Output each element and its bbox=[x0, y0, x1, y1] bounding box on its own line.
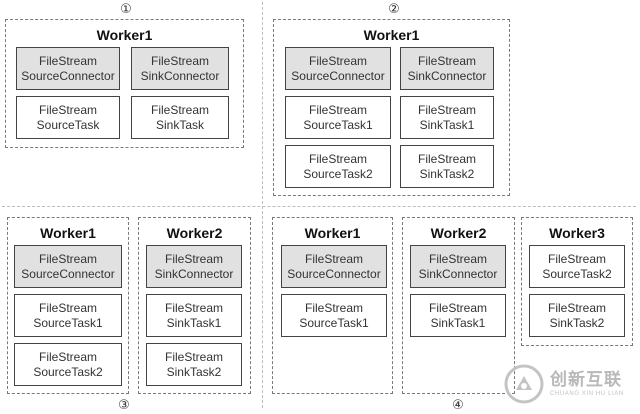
box-line-2: SinkConnector bbox=[154, 266, 234, 281]
box-line-2: SinkTask1 bbox=[419, 117, 475, 132]
logo-text-cn: 创新互联 bbox=[550, 369, 622, 389]
worker-title: Worker1 bbox=[304, 225, 361, 241]
task-box: FileStream SinkTask1 bbox=[410, 294, 506, 337]
worker-title: Worker1 bbox=[96, 27, 153, 43]
box-line-1: FileStream bbox=[38, 102, 97, 117]
box-line-1: FileStream bbox=[304, 251, 363, 266]
box-line-1: FileStream bbox=[417, 151, 476, 166]
box-line-2: SinkTask2 bbox=[166, 364, 222, 379]
box-line-1: FileStream bbox=[417, 53, 476, 68]
box-line-2: SourceTask1 bbox=[299, 315, 369, 330]
task-box: FileStream SinkTask2 bbox=[146, 343, 242, 386]
box-line-1: FileStream bbox=[164, 251, 223, 266]
box-line-1: FileStream bbox=[308, 53, 367, 68]
box-line-2: SourceTask bbox=[36, 117, 100, 132]
worker-panel: Worker1 FileStream SourceConnector FileS… bbox=[5, 19, 244, 148]
task-box: FileStream SourceTask2 bbox=[529, 245, 625, 288]
box-line-2: SinkConnector bbox=[140, 68, 220, 83]
box-line-1: FileStream bbox=[417, 102, 476, 117]
box-line-2: SourceTask1 bbox=[33, 315, 103, 330]
box-line-2: SourceTask2 bbox=[33, 364, 103, 379]
scenario-label-1: ① bbox=[120, 1, 132, 16]
box-line-2: SourceConnector bbox=[291, 68, 385, 83]
worker-title: Worker2 bbox=[166, 225, 223, 241]
box-line-1: FileStream bbox=[164, 300, 223, 315]
task-box: FileStream SourceTask2 bbox=[14, 343, 122, 386]
task-box: FileStream SourceTask bbox=[16, 96, 120, 139]
task-box: FileStream SourceTask1 bbox=[281, 294, 387, 337]
connector-box: FileStream SourceConnector bbox=[281, 245, 387, 288]
box-line-1: FileStream bbox=[547, 251, 606, 266]
worker-title: Worker3 bbox=[549, 225, 605, 241]
worker-title: Worker1 bbox=[363, 27, 420, 43]
task-box: FileStream SinkTask1 bbox=[146, 294, 242, 337]
box-line-1: FileStream bbox=[428, 300, 487, 315]
worker-panel: Worker1 FileStream SourceConnector FileS… bbox=[272, 217, 393, 394]
box-line-2: SinkConnector bbox=[407, 68, 487, 83]
worker-title: Worker2 bbox=[430, 225, 487, 241]
box-line-1: FileStream bbox=[38, 251, 97, 266]
box-line-1: FileStream bbox=[164, 349, 223, 364]
box-line-2: SinkTask1 bbox=[430, 315, 486, 330]
box-line-1: FileStream bbox=[38, 300, 97, 315]
box-line-2: SourceConnector bbox=[21, 266, 115, 281]
connector-box: FileStream SinkConnector bbox=[131, 47, 229, 90]
box-line-2: SinkTask bbox=[155, 117, 205, 132]
box-line-1: FileStream bbox=[308, 102, 367, 117]
task-box: FileStream SinkTask2 bbox=[400, 145, 494, 188]
box-line-2: SinkConnector bbox=[418, 266, 498, 281]
task-box: FileStream SinkTask2 bbox=[529, 294, 625, 337]
box-line-2: SourceConnector bbox=[21, 68, 115, 83]
connector-box: FileStream SinkConnector bbox=[410, 245, 506, 288]
logo-icon bbox=[504, 364, 544, 404]
box-line-2: SinkTask2 bbox=[419, 166, 475, 181]
box-line-1: FileStream bbox=[38, 349, 97, 364]
logo-text-en: CHUANG XIN HU LIAN bbox=[550, 390, 624, 397]
box-line-1: FileStream bbox=[150, 53, 209, 68]
worker-panel: Worker3 FileStream SourceTask2 FileStrea… bbox=[521, 217, 633, 346]
box-line-2: SinkTask1 bbox=[166, 315, 222, 330]
box-line-2: SourceTask1 bbox=[303, 117, 373, 132]
connector-box: FileStream SourceConnector bbox=[14, 245, 122, 288]
horizontal-divider bbox=[2, 206, 636, 207]
task-box: FileStream SinkTask bbox=[131, 96, 229, 139]
box-line-1: FileStream bbox=[38, 53, 97, 68]
worker-panel: Worker1 FileStream SourceConnector FileS… bbox=[273, 19, 510, 196]
box-line-1: FileStream bbox=[304, 300, 363, 315]
connector-box: FileStream SourceConnector bbox=[16, 47, 120, 90]
box-line-1: FileStream bbox=[150, 102, 209, 117]
connector-box: FileStream SourceConnector bbox=[285, 47, 391, 90]
scenario-label-4: ④ bbox=[452, 397, 464, 412]
task-box: FileStream SinkTask1 bbox=[400, 96, 494, 139]
task-box: FileStream SourceTask1 bbox=[285, 96, 391, 139]
worker-panel: Worker2 FileStream SinkConnector FileStr… bbox=[402, 217, 515, 394]
box-line-1: FileStream bbox=[308, 151, 367, 166]
task-box: FileStream SourceTask1 bbox=[14, 294, 122, 337]
task-box: FileStream SourceTask2 bbox=[285, 145, 391, 188]
connector-box: FileStream SinkConnector bbox=[400, 47, 494, 90]
box-line-2: SourceConnector bbox=[287, 266, 381, 281]
worker-title: Worker1 bbox=[40, 225, 96, 241]
box-line-1: FileStream bbox=[428, 251, 487, 266]
box-line-2: SourceTask2 bbox=[303, 166, 373, 181]
connector-box: FileStream SinkConnector bbox=[146, 245, 242, 288]
box-line-1: FileStream bbox=[547, 300, 606, 315]
worker-panel: Worker2 FileStream SinkConnector FileStr… bbox=[138, 217, 251, 394]
watermark-logo: 创新互联 CHUANG XIN HU LIAN bbox=[504, 362, 634, 406]
worker-panel: Worker1 FileStream SourceConnector FileS… bbox=[7, 217, 129, 394]
box-line-2: SinkTask2 bbox=[549, 315, 605, 330]
vertical-divider bbox=[262, 2, 263, 408]
box-line-2: SourceTask2 bbox=[542, 266, 612, 281]
scenario-label-2: ② bbox=[388, 1, 400, 16]
scenario-label-3: ③ bbox=[118, 397, 130, 412]
